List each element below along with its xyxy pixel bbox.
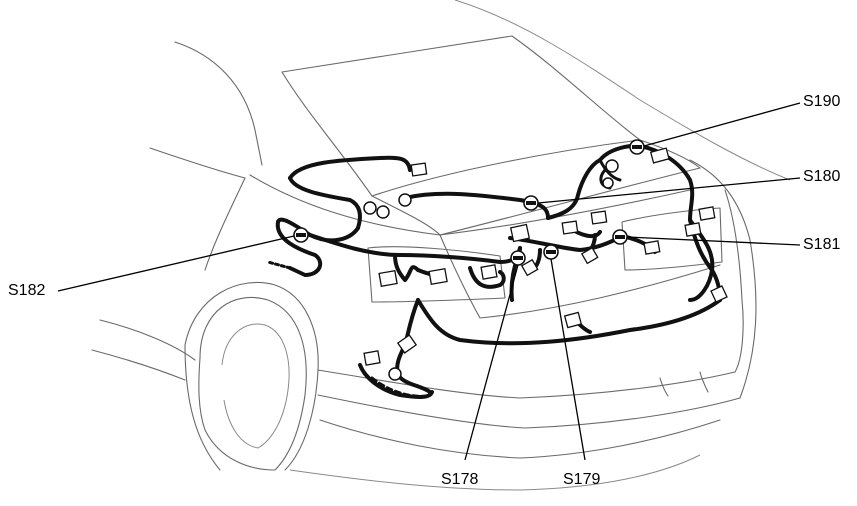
splice-s178 <box>510 250 526 266</box>
label-s179: S179 <box>563 471 601 488</box>
leader-s180 <box>537 177 801 204</box>
label-s181: S181 <box>803 236 841 253</box>
leader-s182 <box>57 235 295 292</box>
splice-s180 <box>523 195 539 211</box>
grommets <box>363 159 619 381</box>
car-body-outline <box>91 0 791 491</box>
splice-s182 <box>293 227 309 243</box>
label-s180: S180 <box>803 168 841 185</box>
label-s178: S178 <box>441 471 479 488</box>
leader-s178 <box>464 264 519 461</box>
leader-s179 <box>550 258 586 461</box>
splice-s181 <box>612 229 628 245</box>
splice-s179 <box>543 244 559 260</box>
leader-s190 <box>643 102 801 147</box>
label-s182: S182 <box>8 282 46 299</box>
splice-s190 <box>629 139 645 155</box>
leader-s181 <box>626 236 801 246</box>
leader-lines <box>57 102 801 461</box>
label-s190: S190 <box>803 93 841 110</box>
connectors <box>363 147 728 366</box>
